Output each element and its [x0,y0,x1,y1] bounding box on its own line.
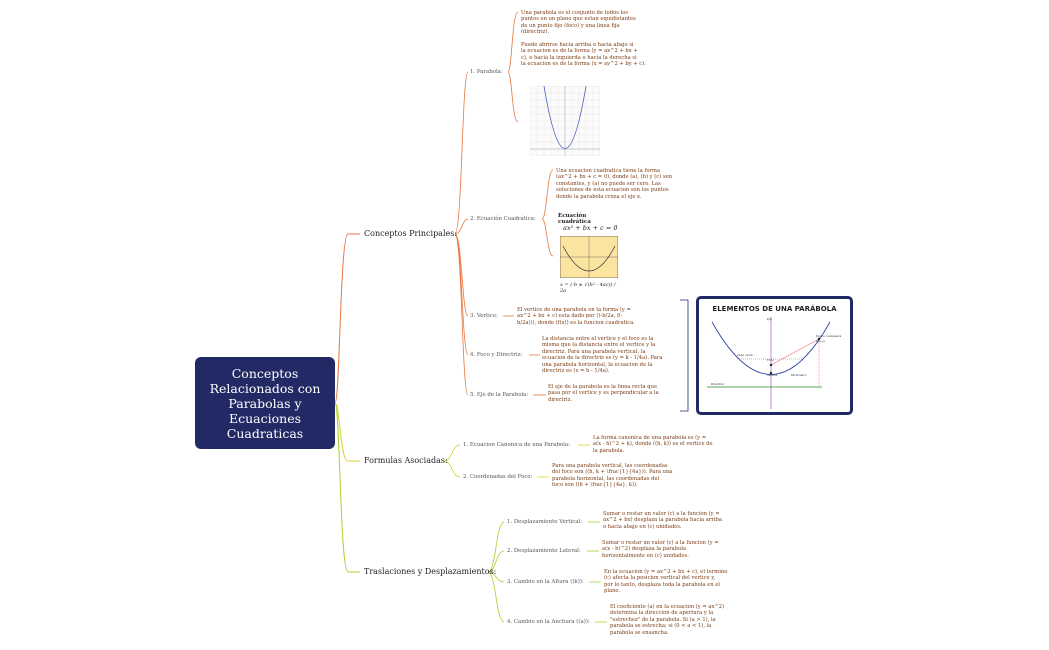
label-lado-recto: Lado recto [737,353,753,357]
node-vertice[interactable]: 3. Vertice: [470,313,498,319]
desc-coordenadas-foco: Para una parabola vertical, las coordena… [552,463,673,489]
desc-ecuacion-canonica: La forma canonica de una parabola es (y … [593,435,713,454]
equation-text: ax² + bx + c = 0 [563,224,618,232]
label-parametro: Parámetro [791,373,807,377]
desc-eje-parabola: El eje de la parabola es la linea recta … [548,384,659,403]
node-cambio-anchura[interactable]: 4. Cambio en la Anchura ((a)): [507,619,590,625]
branch-conceptos-principales[interactable]: Conceptos Principales: [364,229,458,238]
node-cambio-altura[interactable]: 3. Cambio en la Altura ((k)): [507,579,584,585]
quadratic-formula: x = (-b ± √(b² - 4ac)) / 2a [560,282,616,294]
root-topic[interactable]: Conceptos Relacionados con Parabolas y E… [195,357,335,449]
desc-vertice: El vertice de una parabola en la forma (… [517,307,635,326]
node-desplazamiento-lateral[interactable]: 2. Desplazamiento Lateral: [507,548,581,554]
desc-desplazamiento-lateral: Sumar o restar un valor (c) a la funcion… [602,540,719,559]
branch-traslaciones[interactable]: Traslaciones y Desplazamientos: [364,567,497,576]
parabola-graph-image [529,85,601,157]
desc-foco-directriz: La distancia entre el vertice y el foco … [542,336,663,375]
label-directriz: Directriz [711,382,724,386]
desc-parabola: Una parabola es el conjunto de todos los… [521,10,646,68]
quadratic-equation-image: Ecuación cuadrática ax² + bx + c = 0 x =… [558,211,620,299]
node-eje-parabola[interactable]: 5. Eje de la Parabola: [470,392,529,398]
equation-title: Ecuación cuadrática [558,213,591,225]
node-ecuacion-cuadratica[interactable]: 2. Ecuación Cuadrática: [470,216,536,222]
node-foco-directriz[interactable]: 4. Foco y Directriz: [470,352,523,358]
elements-title: ELEMENTOS DE UNA PARÁBOLA [712,305,837,313]
branch-formulas-asociadas[interactable]: Formulas Asociadas: [364,456,448,465]
node-desplazamiento-vertical[interactable]: 1. Desplazamiento Vertical: [507,519,583,525]
label-vertice: Vértice [767,373,778,377]
label-eje: Eje [767,317,772,321]
label-punto-coords: P(x,y) [816,339,825,343]
desc-desplazamiento-vertical: Sumar o restar un valor (c) a la funcion… [603,511,722,530]
desc-ecuacion-cuadratica: Una ecuacion cuadratica tiene la forma (… [556,168,672,200]
parabola-elements-image: ELEMENTOS DE UNA PARÁBOLA Eje Lado recto… [696,296,853,415]
desc-cambio-altura: En la ecuacion (y = ax^2 + bx + c), el t… [604,569,728,595]
label-foco: Foco [767,358,774,362]
node-ecuacion-canonica[interactable]: 1. Ecuacion Canonica de una Parabola: [463,442,570,448]
label-punto: Punto cualquiera [816,334,842,338]
node-parabola[interactable]: 1. Parabola: [470,69,503,75]
desc-cambio-anchura: El coeficiente (a) en la ecuacion (y = a… [610,604,725,636]
node-coordenadas-foco[interactable]: 2. Coordenadas del Foco: [463,474,533,480]
